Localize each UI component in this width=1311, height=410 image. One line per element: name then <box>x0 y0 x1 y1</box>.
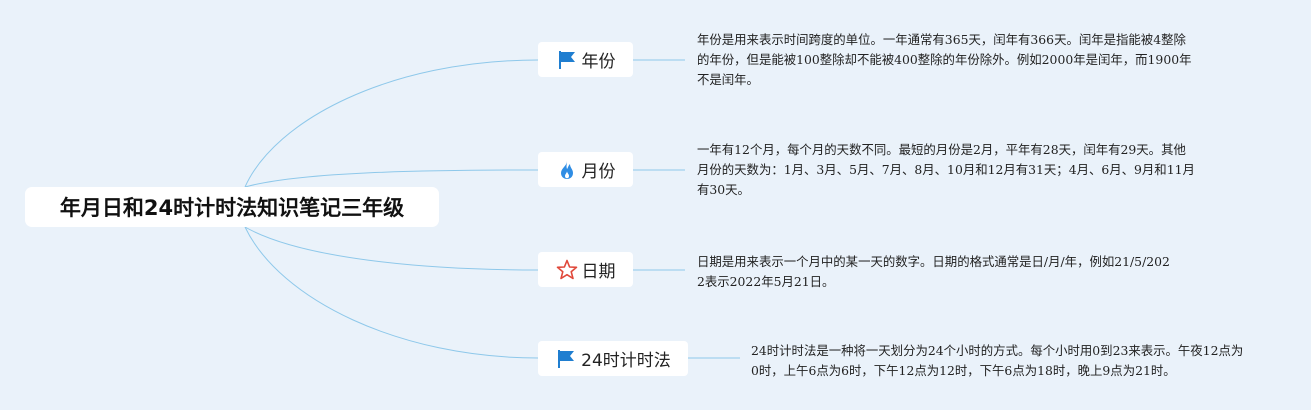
connector-root-branch-24h <box>244 226 539 359</box>
connector-root-branch-month <box>244 169 539 188</box>
flame-icon <box>556 159 578 181</box>
flag-icon <box>555 348 577 370</box>
branch-24-hour[interactable]: 24时计时法 <box>538 341 688 376</box>
branch-month-note: 一年有12个月，每个月的天数不同。最短的月份是2月，平年有28天，闰年有29天。… <box>697 142 1195 197</box>
connector-root-branch-year <box>244 59 539 188</box>
connector-root-branch-date <box>244 226 539 271</box>
flag-icon <box>556 49 578 71</box>
branch-month-label: 月份 <box>581 162 616 182</box>
branch-date-note: 日期是用来表示一个月中的某一天的数字。日期的格式通常是日/月/年，例如21/5/… <box>697 254 1170 289</box>
root-topic-title: 年月日和24时计时法知识笔记三年级 <box>59 196 405 220</box>
root-topic[interactable]: 年月日和24时计时法知识笔记三年级 <box>25 187 439 227</box>
branch-date[interactable]: 日期 <box>538 252 633 287</box>
branch-year[interactable]: 年份 <box>538 42 633 77</box>
branch-month[interactable]: 月份 <box>538 152 633 187</box>
branch-24-hour-label: 24时计时法 <box>581 351 671 371</box>
branch-date-label: 日期 <box>581 262 616 282</box>
branch-year-label: 年份 <box>581 52 616 72</box>
star-icon <box>556 259 578 281</box>
branch-24-hour-note: 24时计时法是一种将一天划分为24个小时的方式。每个小时用0到23来表示。午夜1… <box>751 343 1244 378</box>
branch-year-note: 年份是用来表示时间跨度的单位。一年通常有365天，闰年有366天。闰年是指能被4… <box>697 32 1192 87</box>
